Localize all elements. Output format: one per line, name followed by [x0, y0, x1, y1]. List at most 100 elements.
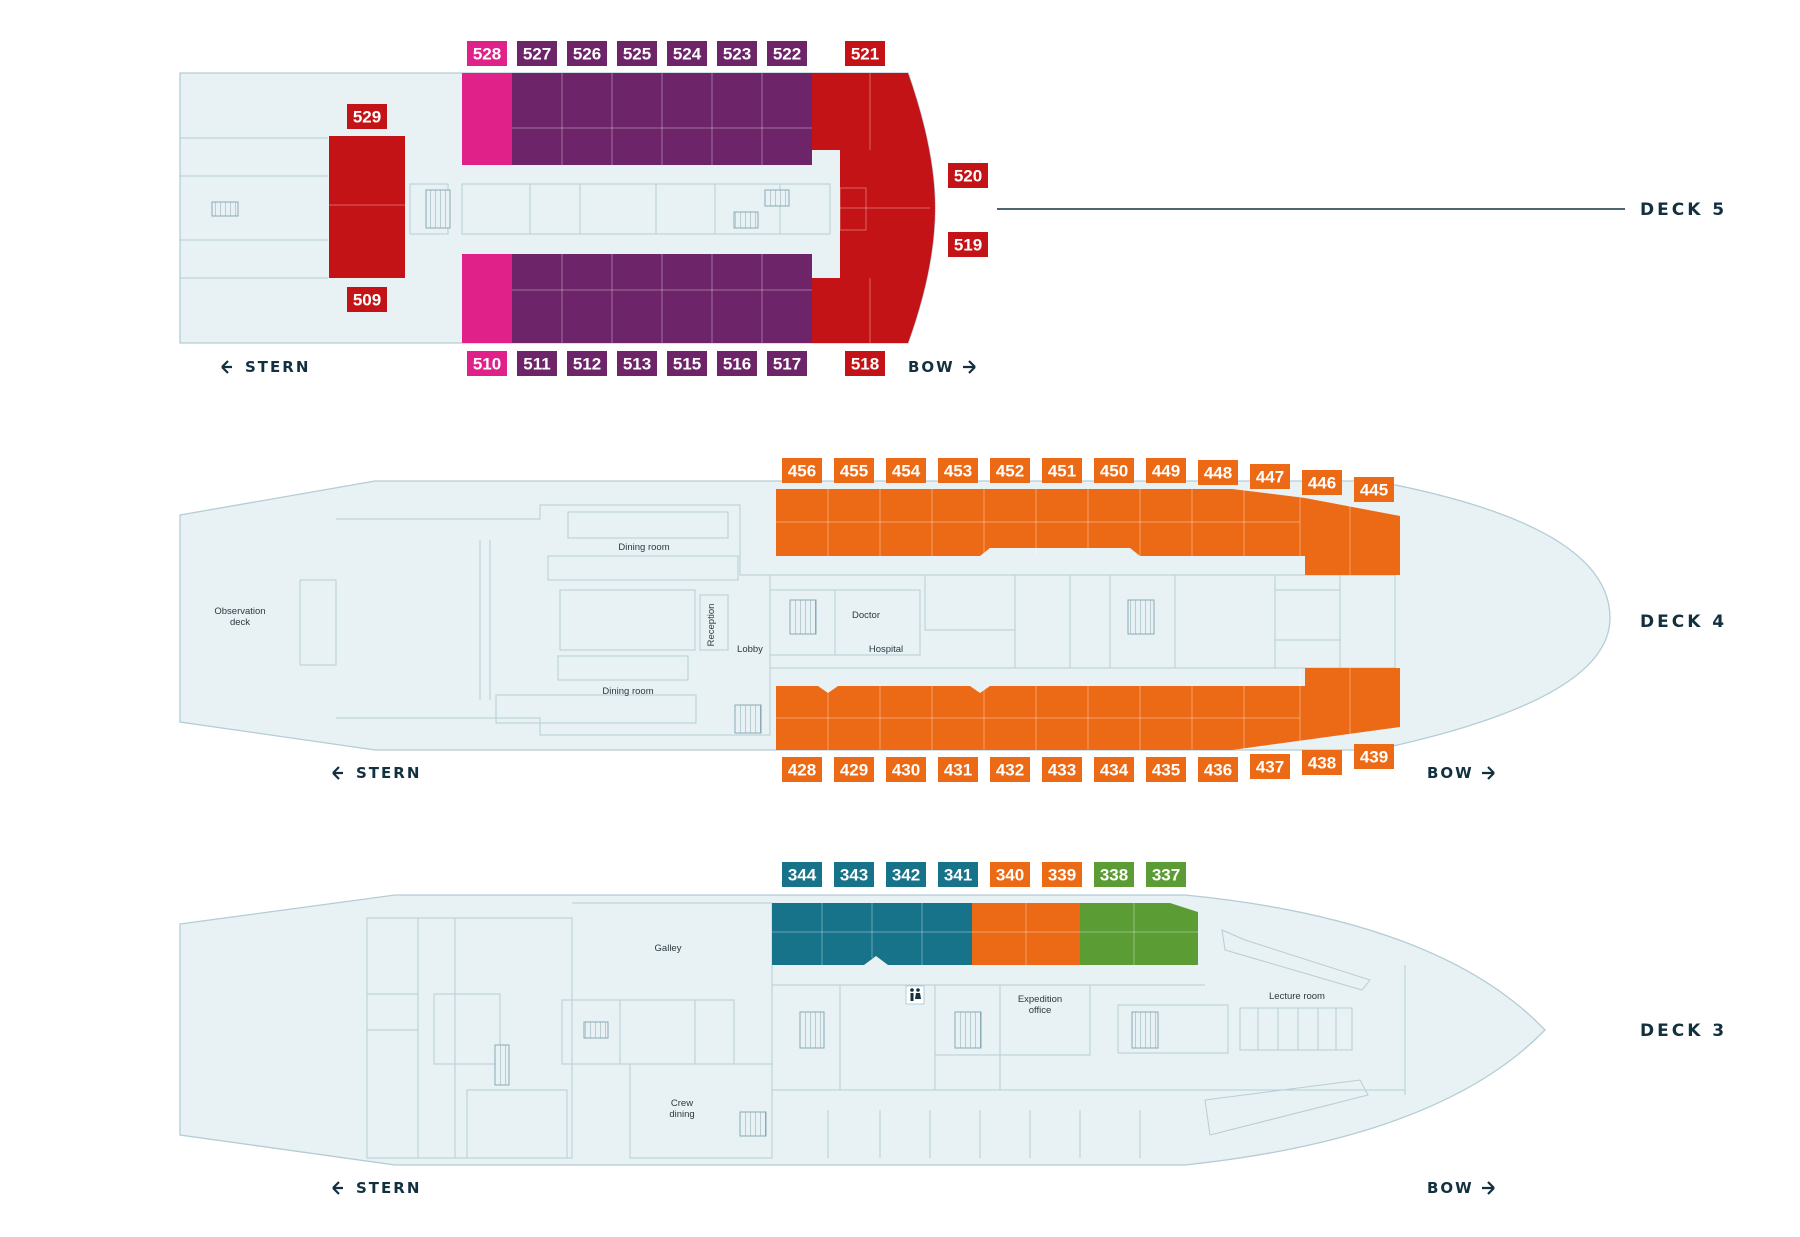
deck-3-title: DECK 3 — [1640, 1021, 1727, 1041]
arrow-right-icon — [963, 360, 976, 374]
cabin-label: 518 — [845, 351, 885, 376]
bow-label: BOW — [1427, 1179, 1474, 1197]
cabin-number: 447 — [1256, 468, 1284, 487]
cabin-label: 429 — [834, 757, 874, 782]
deck-3-lecture-seating — [1204, 929, 1371, 1136]
cabin-label: 516 — [717, 351, 757, 376]
cabin-number: 437 — [1256, 758, 1284, 777]
cabin-number: 436 — [1204, 761, 1232, 780]
cabin-label: 343 — [834, 862, 874, 887]
cabin-label: 339 — [1042, 862, 1082, 887]
cabin-label: 522 — [767, 41, 807, 66]
cabin-number: 342 — [892, 866, 920, 885]
cabin-label: 435 — [1146, 757, 1186, 782]
cabin-label: 529 — [347, 104, 387, 129]
cabin-number: 337 — [1152, 866, 1180, 885]
cabin-label: 453 — [938, 458, 978, 483]
cabin-number: 344 — [788, 866, 817, 885]
cabin-number: 517 — [773, 355, 801, 374]
stern-label: STERN — [356, 1179, 421, 1197]
cabin-label: 452 — [990, 458, 1030, 483]
cabin-label: 337 — [1146, 862, 1186, 887]
cabin-label: 455 — [834, 458, 874, 483]
room-reception: Reception — [706, 604, 717, 647]
cabin-label: 517 — [767, 351, 807, 376]
cabin-label: 344 — [782, 862, 822, 887]
cabin-label: 512 — [567, 351, 607, 376]
cabin-label: 515 — [667, 351, 707, 376]
cabin-label: 342 — [886, 862, 926, 887]
deck-4-tables — [495, 511, 739, 724]
deck-5: 528 527 526 525 524 523 522 521 510 511 … — [179, 41, 1727, 376]
cabin-label: 433 — [1042, 757, 1082, 782]
arrow-right-icon — [1482, 1181, 1495, 1195]
stern-label: STERN — [356, 764, 421, 782]
cabin-number: 456 — [788, 462, 816, 481]
deck-4-title: DECK 4 — [1640, 612, 1727, 632]
cabin-number: 341 — [944, 866, 972, 885]
stern-arrow: STERN — [221, 358, 308, 376]
cabin-number: 451 — [1048, 462, 1076, 481]
cabin-label: 450 — [1094, 458, 1134, 483]
cabin-number: 526 — [573, 45, 601, 64]
cabin-number: 509 — [353, 291, 381, 310]
cabin-label: 511 — [517, 351, 557, 376]
cabin-label: 436 — [1198, 757, 1238, 782]
cabin-number: 433 — [1048, 761, 1076, 780]
cabin-number: 438 — [1308, 754, 1336, 773]
deck-4-cabin-labels: 456 455 454 453 452 451 450 449 448 447 … — [782, 458, 1394, 782]
cabin-number: 454 — [892, 462, 921, 481]
room-doctor: Doctor — [852, 610, 880, 621]
cabin-number: 510 — [473, 355, 501, 374]
cabin-label: 527 — [517, 41, 557, 66]
cabin-number: 449 — [1152, 462, 1180, 481]
cabin-number: 431 — [944, 761, 972, 780]
cabin-label: 451 — [1042, 458, 1082, 483]
deck-5-cabin-labels: 528 527 526 525 524 523 522 521 510 511 … — [347, 41, 988, 376]
cabin-number: 513 — [623, 355, 651, 374]
stern-arrow: STERN — [332, 764, 421, 782]
cabin-number: 527 — [523, 45, 551, 64]
bow-label: BOW — [908, 358, 955, 376]
room-hospital: Hospital — [869, 644, 903, 655]
cabin-label: 519 — [948, 232, 988, 257]
cabin-number: 434 — [1100, 761, 1129, 780]
cabin-label: 528 — [467, 41, 507, 66]
cabin-number: 429 — [840, 761, 868, 780]
arrow-left-icon — [221, 360, 232, 374]
room-dining-room-bottom: Dining room — [602, 686, 653, 697]
cabin-number: 445 — [1360, 481, 1388, 500]
cabin-label: 432 — [990, 757, 1030, 782]
cabin-label: 449 — [1146, 458, 1186, 483]
cabin-label: 430 — [886, 757, 926, 782]
cabin-label: 523 — [717, 41, 757, 66]
cabin-label: 428 — [782, 757, 822, 782]
cabin-number: 525 — [623, 45, 651, 64]
cabin-label: 447 — [1250, 464, 1290, 489]
cabin-label: 520 — [948, 163, 988, 188]
room-dining-room-top: Dining room — [618, 542, 669, 553]
cabin-label: 525 — [617, 41, 657, 66]
cabin-label: 434 — [1094, 757, 1134, 782]
cabin-number: 435 — [1152, 761, 1180, 780]
cabin-number: 521 — [851, 45, 879, 64]
cabin-label: 521 — [845, 41, 885, 66]
cabin-label: 526 — [567, 41, 607, 66]
cabin-number: 450 — [1100, 462, 1128, 481]
cabin-number: 528 — [473, 45, 501, 64]
cabin-number: 430 — [892, 761, 920, 780]
restroom-icon — [905, 985, 925, 1005]
cabin-number: 339 — [1048, 866, 1076, 885]
cabin-label: 510 — [467, 351, 507, 376]
cabin-label: 509 — [347, 287, 387, 312]
deck-5-title: DECK 5 — [1640, 200, 1727, 220]
cabin-number: 432 — [996, 761, 1024, 780]
cabin-label: 456 — [782, 458, 822, 483]
